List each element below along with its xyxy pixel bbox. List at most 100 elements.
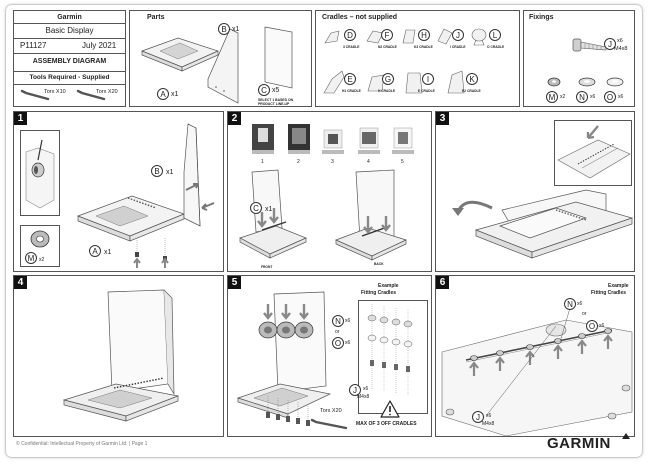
back-view-drawing [335,169,407,261]
product-image-1 [252,124,274,154]
step-5-j-spec: M4x8 [357,394,370,400]
step-5-j-qty: x6 [363,386,369,392]
hinge-detail-drawing [557,125,631,179]
screw-icon [133,240,141,268]
tool-label-2: Torx X20 [96,89,118,95]
cradle-e-name: H1 CRADLE [342,89,361,93]
washer-m-icon [547,77,561,87]
cradle-e-drawing [323,70,345,94]
step-3-number: 3 [436,112,449,125]
warning-icon [380,400,400,418]
cradle-f-name: N2 CRADLE [378,45,397,49]
washer-o-icon [606,77,624,87]
fixing-j-marker: J [604,38,616,50]
cradle-k-drawing [447,70,465,94]
step-5-tool: Torx X20 [320,408,342,414]
product-image-5 [392,127,414,154]
cradles-panel: Cradles – not supplied D 3 CRADLE F N2 C… [315,10,520,107]
fixing-m-qty: x2 [560,94,566,100]
rear-rail-drawing [441,307,633,437]
cradle-e-marker: E [344,73,356,85]
step-2-c-marker: C [250,202,262,214]
part-c-marker: C [258,84,270,96]
step-6-o-marker: O [586,320,598,332]
torx-key-icon [310,418,348,430]
front-label: FRONT [261,265,273,269]
step-6-j-spec: M4x8 [482,421,495,427]
step-5-n-marker: N [332,315,344,327]
step-5-number: 5 [228,276,241,289]
fixing-m-marker: M [546,91,558,103]
fixing-o-qty: x6 [618,94,624,100]
step-1-m-qty: x2 [39,257,45,263]
step-6-number: 6 [436,276,449,289]
step-5-o-qty: x6 [345,340,351,346]
product-label-2: 2 [297,159,300,165]
cradle-mount-drawing [236,291,332,419]
footer-copyright: © Confidential: Intellectual Property of… [16,441,148,447]
product-label-4: 4 [367,159,370,165]
part-a-qty: x1 [171,91,179,98]
step-6-example-sub: Fitting Cradles [591,290,627,296]
washer-n-icon [578,77,596,87]
arrow-icon [201,202,215,211]
back-label: BACK [374,262,384,266]
part-number: P11127 [20,41,47,50]
doc-date: July 2021 [82,41,117,50]
cradle-l-name: O CRADLE [487,45,505,49]
garmin-logo: GARMIN [547,435,611,452]
cradle-d-marker: D [344,29,356,41]
step-1-a-marker: A [89,245,101,257]
cradle-j-name: I CRADLE [450,45,466,49]
product-label-5: 5 [401,159,404,165]
cradle-l-drawing [471,28,487,46]
arrow-icon [185,183,199,191]
brand-title: Garmin [57,14,82,21]
cradle-k-name: E2 CRADLE [462,89,481,93]
cradle-i-name: E CRADLE [418,89,435,93]
cradle-g-name: H CRADLE [378,89,396,93]
part-c-qty: x5 [272,87,280,94]
cradle-l-marker: L [489,29,501,41]
step-1-a-qty: x1 [104,249,112,256]
cradle-k-marker: K [466,73,478,85]
fixing-o-marker: O [604,91,616,103]
upright-drawing [183,123,201,227]
step-5-example: Example [378,283,399,289]
fixing-n-marker: N [576,91,588,103]
parts-panel: Parts A x1 B x1 C x5 SELECT 1 BASED ON P… [129,10,312,107]
step-1-m-marker: M [25,252,37,264]
part-a-marker: A [157,88,169,100]
product-name: Basic Display [45,26,94,35]
step-2-number: 2 [228,112,241,125]
fixing-j-qty: x6 [617,38,623,44]
fixing-j-spec: M4x8 [614,46,628,52]
cradle-i-marker: I [422,73,434,85]
step-5-j-marker: J [349,384,361,396]
screw-icon [572,38,607,52]
tools-panel: Tools Required - Supplied Torx X10 Torx … [13,71,126,107]
step-5-warning: MAX OF 3 OFF CRADLES [356,421,417,427]
base-plate-drawing [77,195,185,242]
screws-drawing [266,396,310,426]
fixing-n-qty: x6 [590,94,596,100]
step-6-panel: 6 Example Fitting Cradles N x [435,275,635,437]
step-2-panel: 2 1 2 3 4 5 [227,111,432,272]
fixings-title: Fixings [529,14,554,21]
assembled-stand-drawing [62,289,180,422]
step-5-example-sub: Fitting Cradles [361,290,397,296]
step-1-number: 1 [14,112,27,125]
front-view-drawing [239,169,307,259]
cradle-f-marker: F [381,29,393,41]
step-6-example: Example [608,283,629,289]
cradle-h-name: K3 CRADLE [414,45,433,49]
step-6-j-marker: J [472,411,484,423]
doc-type: ASSEMBLY DIAGRAM [32,58,107,65]
step-6-n-marker: N [564,298,576,310]
assembly-sheet: Garmin Basic Display P11127 July 2021 AS… [6,5,642,457]
cradle-i-drawing [405,72,423,94]
torx-key-icon [76,89,106,101]
cradle-d-name: 3 CRADLE [343,45,360,49]
base-part-drawing [141,37,219,72]
product-image-3 [322,129,344,154]
